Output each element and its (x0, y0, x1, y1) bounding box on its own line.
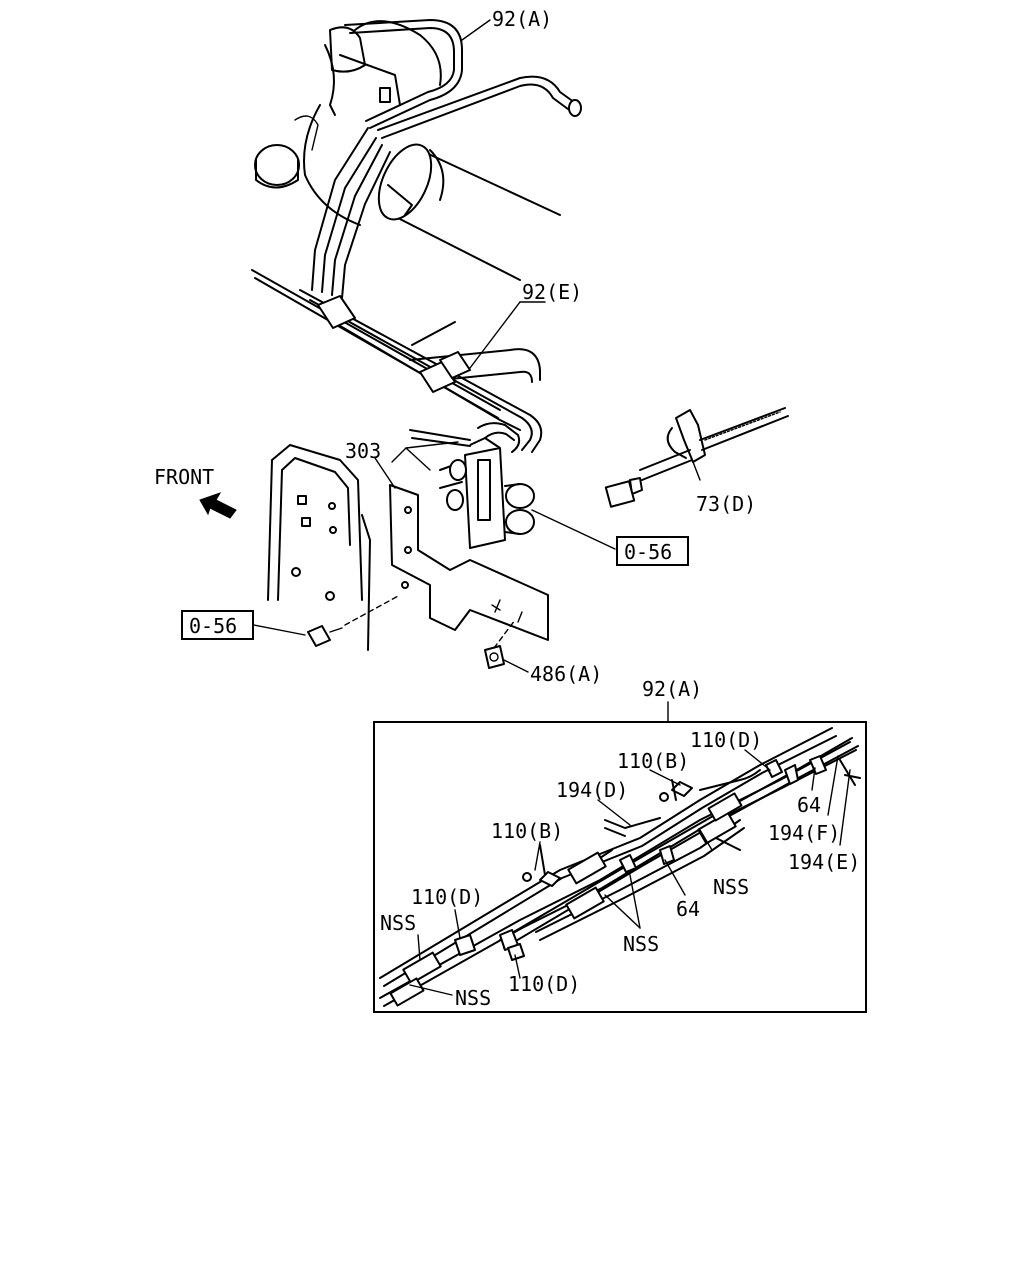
label-110d-top: 110(D) (690, 728, 762, 752)
label-nss-right: NSS (713, 875, 749, 899)
label-486a: 486(A) (530, 662, 602, 686)
label-nss-left: NSS (380, 911, 416, 935)
front-label: FRONT (154, 465, 214, 489)
detail-inset: 92(A) (373, 677, 867, 1013)
label-194f: 194(F) (768, 821, 840, 845)
bracket-303 (389, 484, 549, 641)
tube-92a-loop (344, 19, 582, 139)
label-110b-upper: 110(B) (617, 749, 689, 773)
ref-0-56-right-text: 0-56 (624, 540, 672, 564)
label-64-upper: 64 (797, 793, 821, 817)
junction-block (439, 437, 535, 549)
nut-486a (484, 619, 516, 669)
tube-vertical-run (311, 127, 391, 299)
detail-frame (373, 721, 867, 1013)
label-194d: 194(D) (556, 778, 628, 802)
front-indicator: FRONT (154, 465, 237, 519)
upper-valve (254, 20, 442, 226)
label-73d: 73(D) (696, 492, 756, 516)
ref-0-56-right-leader (531, 509, 616, 550)
label-92e: 92(E) (522, 280, 582, 304)
tube-92a-top-leader (461, 19, 491, 41)
label-110d-left: 110(D) (411, 885, 483, 909)
arrow-up-left-icon (199, 492, 237, 519)
tube-bundle-horizontal (251, 269, 543, 453)
tube-92e-callout (469, 301, 546, 369)
nut-486a-leader (503, 659, 529, 673)
ref-0-56-left: 0-56 (181, 610, 254, 640)
detail-leaders (409, 749, 851, 996)
label-92a-detail: 92(A) (642, 677, 702, 701)
label-110b-lower: 110(B) (491, 819, 563, 843)
frame-member (267, 444, 371, 651)
label-64-lower: 64 (676, 897, 700, 921)
tube-bend (477, 422, 521, 453)
label-194e: 194(E) (788, 850, 860, 874)
bracket-303-callout (374, 441, 459, 489)
label-nss-bottom: NSS (455, 986, 491, 1010)
ref-0-56-left-text: 0-56 (189, 614, 237, 638)
label-303: 303 (345, 439, 381, 463)
upper-assembly (251, 19, 789, 673)
cylinder-body (377, 143, 561, 281)
detail-sleeves (389, 755, 827, 1007)
ref-0-56-left-leader (253, 624, 306, 636)
ref-0-56-right: 0-56 (616, 536, 689, 566)
label-nss-middle: NSS (623, 932, 659, 956)
bolt (307, 594, 401, 647)
label-110d-bottom: 110(D) (508, 972, 580, 996)
clip-73d (604, 407, 789, 508)
label-92a-top: 92(A) (492, 7, 552, 31)
